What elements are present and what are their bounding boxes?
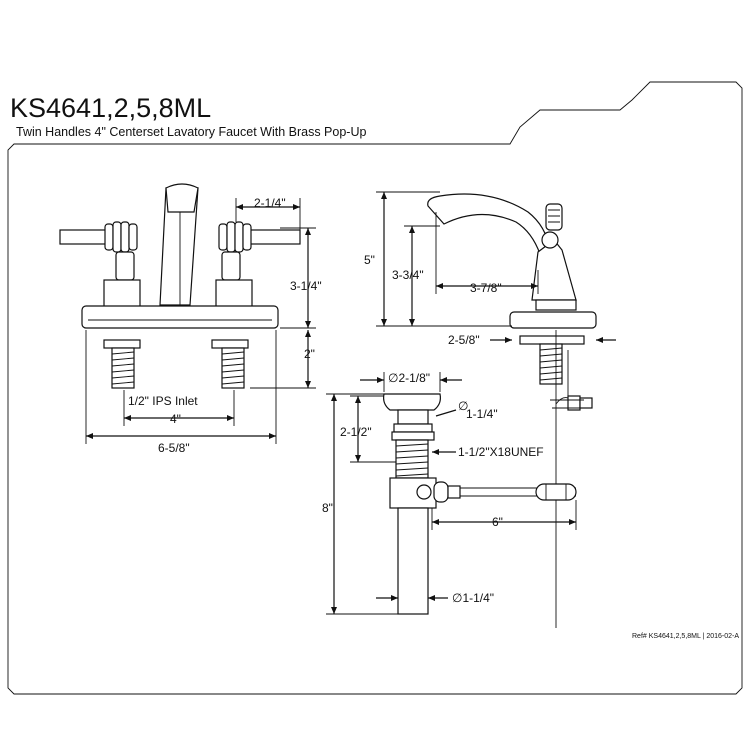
arrowhead [331,607,337,614]
arrowhead [305,321,311,328]
spout-height-label: 3-3/4" [392,268,424,282]
arrowhead [305,330,311,337]
shank-length-label: 2" [304,347,315,361]
arrowhead [391,595,398,601]
handle-spread-label: 2-1/4" [254,196,286,210]
arrowhead [86,433,93,439]
arrowhead [436,283,443,289]
dimension-arrowheads [86,192,603,614]
arrowhead [381,192,387,199]
arrowhead [355,455,361,462]
inlet-label: 1/2" IPS Inlet [128,394,198,408]
arrowhead [305,228,311,235]
arrowhead [409,226,415,233]
arrowhead [236,204,243,210]
frame-border [7,81,743,695]
faucet-side-view [427,193,597,628]
product-subtitle: Twin Handles 4" Centerset Lavatory Fauce… [16,125,366,139]
arrowhead [505,337,512,343]
arrowhead [409,319,415,326]
arrowhead [305,381,311,388]
arrowhead [293,204,300,210]
overall-height-label: 5" [364,253,375,267]
stopper-symbol: ∅ [458,399,468,413]
overall-width-label: 6-5/8" [158,441,190,455]
arrowhead [331,394,337,401]
arrowhead [531,283,538,289]
body-height-label: 2-1/2" [340,425,372,439]
arrowhead [124,415,131,421]
reference-code: Ref# KS4641,2,5,8ML | 2016-02-A [632,633,739,640]
tailpiece-diameter-label: ∅1-1/4" [452,591,494,605]
deck-height-label: 3-1/4" [290,279,322,293]
popup-drain [383,393,577,615]
thread-label: 1-1/2"X18UNEF [458,445,544,459]
arrowhead [227,415,234,421]
arrowhead [377,377,384,383]
arrowhead [428,595,435,601]
arrowhead [432,449,439,455]
flange-diameter-label: ∅2-1/8" [388,371,430,385]
faucet-front-view [59,183,301,389]
stopper-diameter-label: 1-1/4" [466,407,498,421]
spout-reach-label: 3-7/8" [470,281,502,295]
side-dimensions [376,191,616,341]
arrowhead [381,319,387,326]
arrowhead [440,377,447,383]
model-number: KS4641,2,5,8ML [10,93,211,123]
rod-length-label: 6" [492,515,503,529]
arrowhead [269,433,276,439]
front-dimensions [85,198,316,444]
arrowhead [355,396,361,403]
arrowhead [569,519,576,525]
arrowhead [596,337,603,343]
base-depth-label: 2-5/8" [448,333,480,347]
arrowhead [432,519,439,525]
total-height-label: 8" [322,501,333,515]
center-spacing-label: 4" [170,412,181,426]
